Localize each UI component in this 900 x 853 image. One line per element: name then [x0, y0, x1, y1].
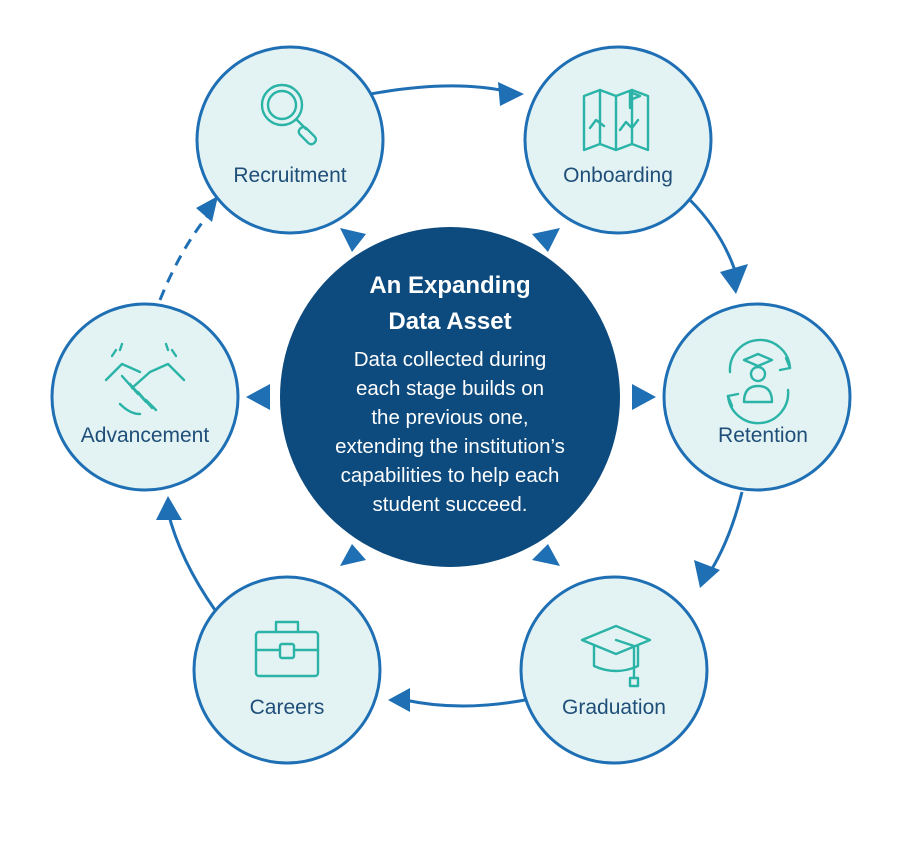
arc-onboarding-retention	[688, 198, 740, 281]
arrow-to-advancement	[156, 496, 182, 520]
stage-label-careers: Careers	[250, 696, 325, 719]
stage-retention: Retention	[662, 302, 852, 492]
graduation-cap-icon	[580, 624, 652, 688]
center-title-line2: Data Asset	[388, 308, 511, 335]
arrow-to-onboarding	[498, 82, 524, 106]
center-arrow-advancement	[246, 384, 270, 410]
center-body-line: capabilities to help each	[341, 464, 560, 487]
arrow-to-careers	[388, 688, 410, 712]
stage-label-recruitment: Recruitment	[233, 164, 346, 187]
center-node: An Expanding Data Asset Data collected d…	[280, 227, 620, 567]
stage-label-retention: Retention	[718, 424, 808, 447]
stage-graduation: Graduation	[519, 575, 709, 765]
arc-recruitment-onboarding	[359, 84, 511, 98]
arrow-to-graduation	[694, 560, 720, 588]
arc-graduation-careers	[404, 698, 526, 708]
center-body-line: each stage builds on	[356, 377, 544, 400]
arrow-to-recruitment	[196, 196, 218, 222]
handshake-icon	[104, 342, 186, 416]
graduate-cycle-icon	[726, 338, 792, 425]
center-arrow-graduation	[532, 544, 560, 566]
ring-arrows	[156, 82, 748, 712]
center-body-line: student succeed.	[373, 493, 528, 516]
arc-retention-graduation	[708, 491, 744, 573]
magnifier-icon	[260, 83, 318, 146]
center-body-line: Data collected during	[354, 348, 547, 371]
stage-recruitment: Recruitment	[195, 45, 385, 235]
stage-label-graduation: Graduation	[562, 696, 666, 719]
stage-label-advancement: Advancement	[81, 424, 210, 447]
arc-advancement-recruitment	[158, 214, 210, 301]
stage-advancement: Advancement	[50, 302, 240, 492]
briefcase-icon	[254, 620, 320, 678]
map-icon	[582, 88, 650, 152]
cycle-ring	[158, 84, 744, 708]
center-arrow-onboarding	[532, 228, 560, 252]
center-body-line: extending the institution’s	[335, 435, 565, 458]
center-arrow-recruitment	[340, 228, 366, 252]
arrow-to-retention	[720, 264, 748, 294]
arc-careers-advancement	[166, 511, 217, 611]
center-body-line: the previous one,	[371, 406, 528, 429]
stage-careers: Careers	[192, 575, 382, 765]
stage-onboarding: Onboarding	[523, 45, 713, 235]
center-arrows	[246, 228, 656, 566]
center-title-line1: An Expanding	[369, 272, 530, 299]
stage-label-onboarding: Onboarding	[563, 164, 673, 187]
center-arrow-careers	[340, 544, 366, 566]
center-arrow-retention	[632, 384, 656, 410]
